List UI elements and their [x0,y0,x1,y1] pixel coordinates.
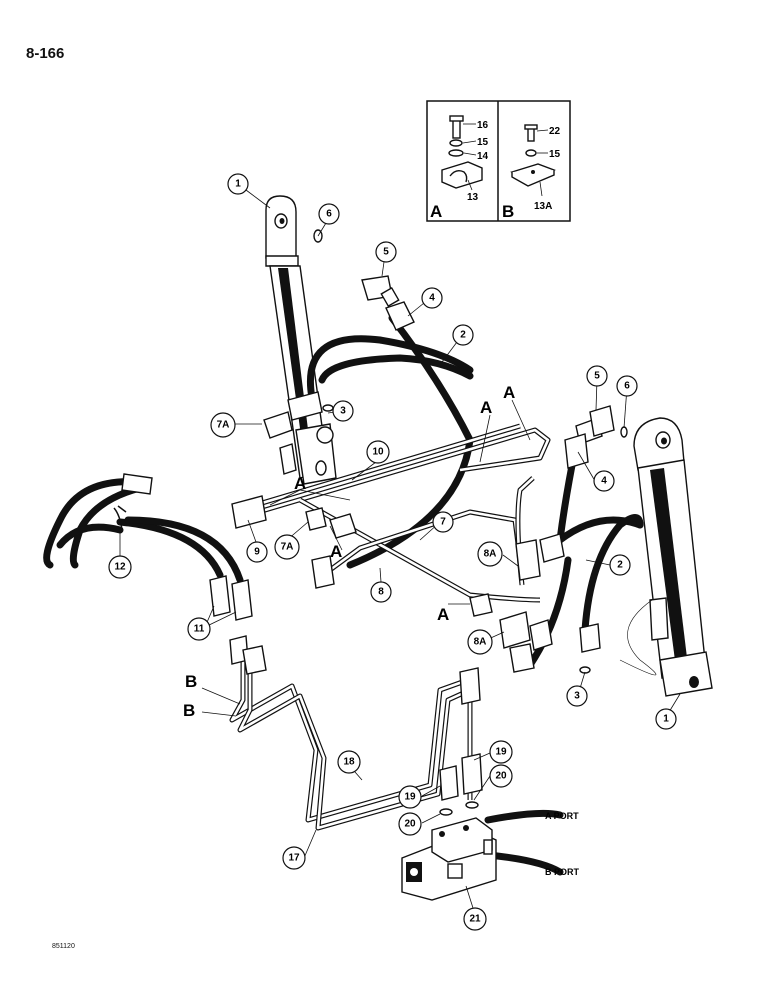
callout-9: 9 [246,541,268,563]
callout-12: 12 [108,555,132,579]
callout-8-label: 8 [378,587,384,598]
callout-8a-lower-label: 8A [474,637,487,648]
control-valve [401,817,497,901]
callout-20-right: 20 [489,764,513,788]
inset-label-15b: 15 [549,149,561,160]
callout-10-label: 10 [372,447,384,458]
callout-3-right-label: 3 [574,691,580,702]
callout-10: 10 [366,440,390,464]
section-marker-b-1: B [185,672,197,691]
callout-7a-lower-label: 7A [281,542,294,553]
callout-7: 7 [432,511,454,533]
callout-2-right-label: 2 [617,560,623,571]
callout-21-label: 21 [469,914,481,925]
inset-label-13a: 13A [534,201,552,212]
inset-box: 16 15 14 13 A 22 15 13A B [426,100,571,222]
section-marker-a-2: A [503,383,515,402]
callout-4-left: 4 [421,287,443,309]
leaders [119,189,681,909]
callout-5-right-label: 5 [594,371,600,382]
callout-11: 11 [187,617,211,641]
callout-17-label: 17 [288,853,300,864]
callout-11-label: 11 [194,624,205,635]
page-number: 8-166 [26,45,65,62]
callout-1-right: 1 [655,708,677,730]
callout-7a-upper-label: 7A [217,420,230,431]
callout-8a-lower: 8A [467,629,493,655]
callout-9-label: 9 [254,547,260,558]
callout-7a-lower: 7A [274,534,300,560]
callout-4-right-label: 4 [601,476,607,487]
callout-5-left-label: 5 [383,247,389,258]
section-marker-a-3: A [294,474,306,493]
b-port-label: B PORT [545,867,580,877]
inset-label-16: 16 [477,120,489,131]
callout-20-left: 20 [398,812,422,836]
inset-panel-b-letter: B [502,202,514,221]
callout-20-left-label: 20 [404,819,416,830]
callout-19-right: 19 [489,740,513,764]
inset-label-13: 13 [467,192,479,203]
callout-4-left-label: 4 [429,293,435,304]
inset-label-14: 14 [477,151,489,162]
callout-18-label: 18 [343,757,355,768]
left-cylinder [265,195,337,485]
callout-6-right-label: 6 [624,381,630,392]
callout-6-left: 6 [318,203,340,225]
callout-2-left: 2 [452,324,474,346]
callout-17: 17 [282,846,306,870]
callout-3-left: 3 [332,400,354,422]
callout-3-right: 3 [566,685,588,707]
clamp-icon [441,161,483,189]
callout-2-right: 2 [609,554,631,576]
section-marker-b-2: B [183,701,195,720]
callout-21: 21 [463,907,487,931]
callout-19-right-label: 19 [495,747,507,758]
inset-label-22: 22 [549,126,561,137]
section-marker-a-5: A [437,605,449,624]
callout-5-left: 5 [375,241,397,263]
callout-12-label: 12 [114,562,126,573]
callout-19-left-label: 19 [404,792,416,803]
a-port-label: A PORT [545,811,579,821]
callout-1-left: 1 [227,173,249,195]
inset-label-15: 15 [477,137,489,148]
callout-4-right: 4 [593,470,615,492]
right-cylinder [619,417,713,697]
callout-3-left-label: 3 [340,406,346,417]
fittings [113,229,628,816]
callout-8a-upper-label: 8A [484,549,497,560]
bolt-icon-b [524,124,538,157]
section-marker-a-4: A [330,542,342,561]
callout-2-left-label: 2 [460,330,466,341]
inset-panel-a-letter: A [430,202,442,221]
callout-5-right: 5 [586,365,608,387]
callout-7-label: 7 [440,517,446,528]
callout-18: 18 [337,750,361,774]
section-marker-a-1: A [480,398,492,417]
figure-code: 851120 [52,943,75,950]
callout-8a-upper: 8A [477,541,503,567]
bolt-icon [448,115,464,157]
callout-6-right: 6 [616,375,638,397]
callout-8: 8 [370,581,392,603]
callout-6-left-label: 6 [326,209,332,220]
callout-20-right-label: 20 [495,771,507,782]
callout-19-left: 19 [398,785,422,809]
callout-7a-upper: 7A [210,412,236,438]
callout-1-left-label: 1 [235,179,241,190]
callout-1-right-label: 1 [663,714,669,725]
clamp-plate-icon [510,163,556,187]
